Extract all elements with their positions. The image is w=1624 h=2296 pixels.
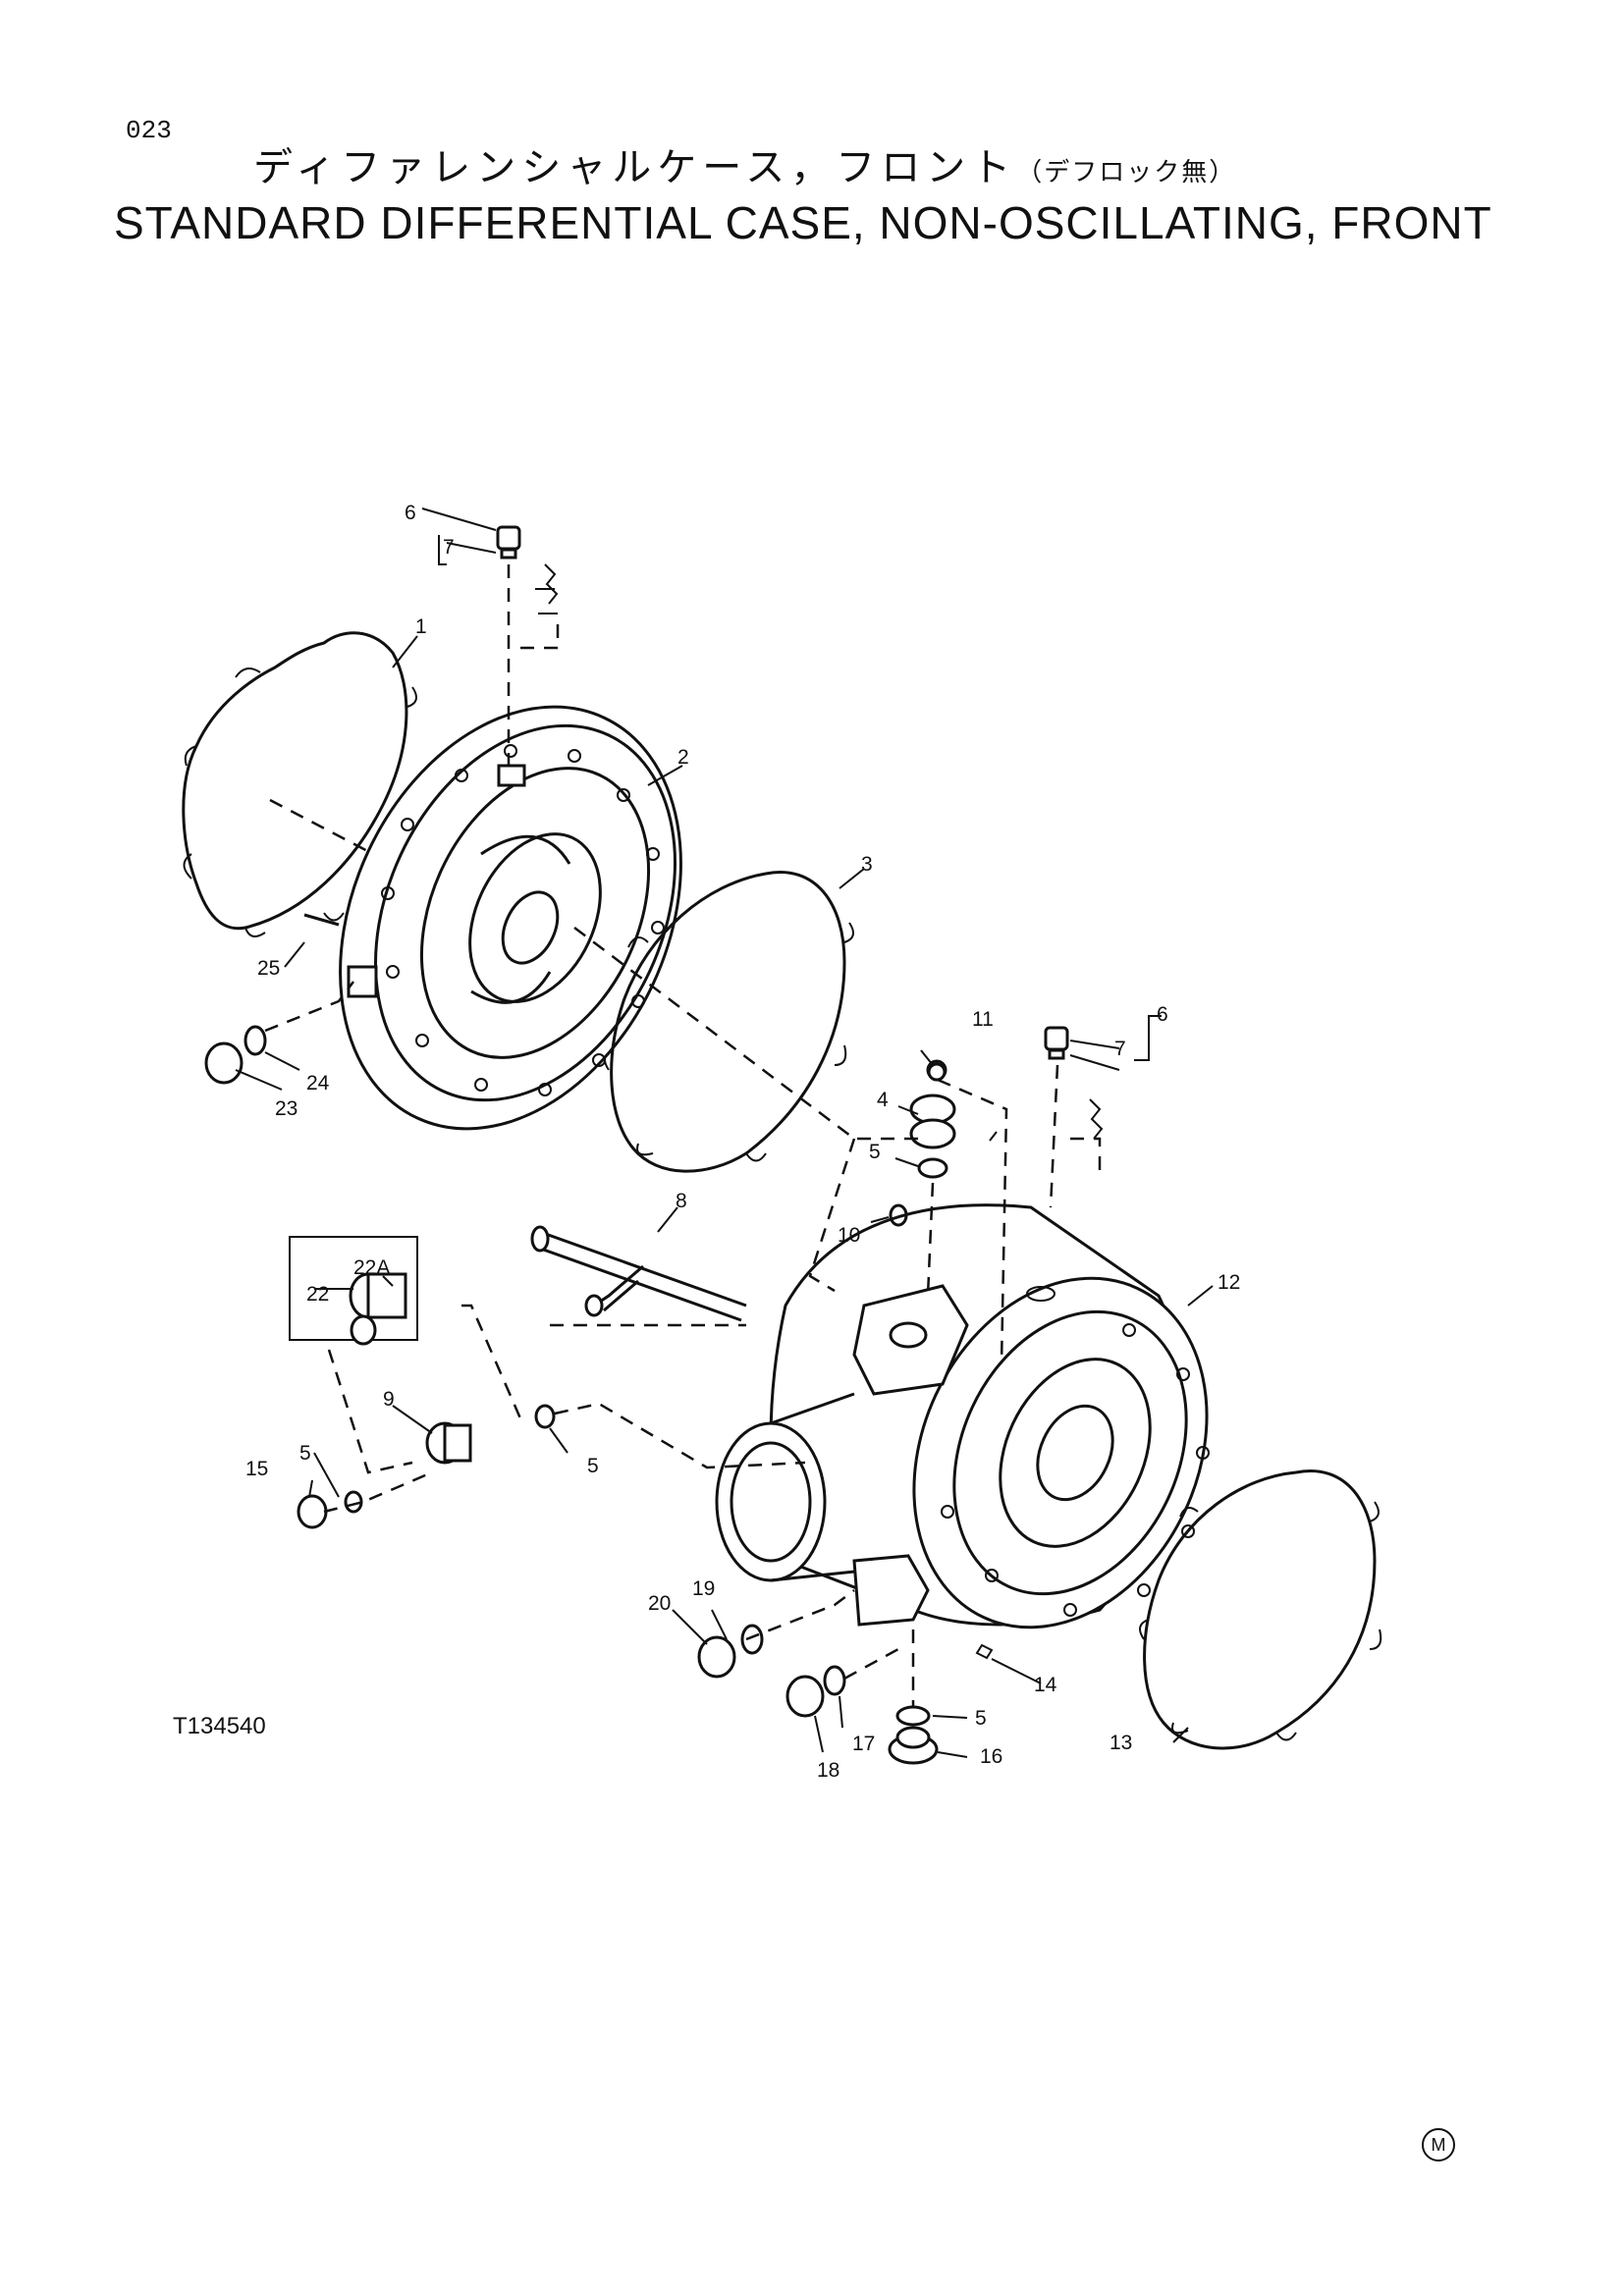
callout-labels: 1 2 3 4 5 5 5 5 6 7 6 7 8 9 10 11 12 13 … (245, 502, 1240, 1782)
shaft-part-8 (530, 1225, 747, 1322)
small-parts (204, 913, 994, 1765)
callout-3: 3 (861, 853, 873, 876)
callout-6-b: 6 (1157, 1003, 1168, 1026)
callout-5-d: 5 (975, 1707, 987, 1730)
callout-4: 4 (877, 1089, 889, 1111)
callout-7-b: 7 (1114, 1038, 1126, 1060)
title-japanese: ディファレンシャルケース，フロント（デフロック無） (253, 135, 1236, 192)
callout-23: 23 (275, 1097, 298, 1120)
figure-code: T134540 (173, 1713, 266, 1739)
callout-6-a: 6 (405, 502, 416, 524)
breather-plug-right (1044, 1026, 1104, 1140)
callout-17: 17 (852, 1733, 875, 1755)
page-code: 023 (126, 116, 172, 145)
housing-part-12 (715, 1203, 1210, 1629)
callout-9: 9 (383, 1388, 395, 1411)
assembly-lines (264, 564, 1102, 1708)
callout-1: 1 (415, 615, 427, 638)
gasket-part-13 (1143, 1469, 1377, 1750)
callout-24: 24 (306, 1072, 330, 1095)
corner-mark: M (1422, 2128, 1455, 2162)
callout-5-a: 5 (869, 1141, 881, 1163)
callout-12: 12 (1218, 1271, 1240, 1294)
callout-14: 14 (1034, 1674, 1057, 1696)
callout-19: 19 (692, 1577, 715, 1600)
leader-lines (235, 507, 1214, 1758)
breather-plug-top (496, 525, 559, 614)
carrier-part-2 (339, 705, 682, 1131)
callout-5-c: 5 (299, 1442, 311, 1465)
callout-8: 8 (676, 1190, 687, 1212)
callout-18: 18 (817, 1759, 839, 1782)
gasket-part-3 (610, 871, 846, 1173)
callout-16: 16 (980, 1745, 1002, 1768)
callout-2: 2 (677, 746, 689, 769)
title-english: STANDARD DIFFERENTIAL CASE, NON-OSCILLAT… (114, 197, 1492, 248)
callout-20: 20 (648, 1592, 671, 1615)
callout-10: 10 (838, 1224, 860, 1247)
callout-11: 11 (972, 1008, 994, 1031)
gasket-part-1 (182, 631, 408, 931)
callout-22a: 22A (353, 1256, 390, 1279)
title-japanese-sub: （デフロック無） (1016, 158, 1237, 187)
callout-25: 25 (257, 957, 280, 980)
callout-7-a: 7 (443, 536, 455, 559)
title-japanese-main: ディファレンシャルケース，フロント (253, 145, 1017, 190)
callout-13: 13 (1110, 1732, 1132, 1754)
callout-5-b: 5 (587, 1455, 599, 1477)
callout-15: 15 (245, 1458, 268, 1480)
callout-22: 22 (306, 1283, 329, 1306)
